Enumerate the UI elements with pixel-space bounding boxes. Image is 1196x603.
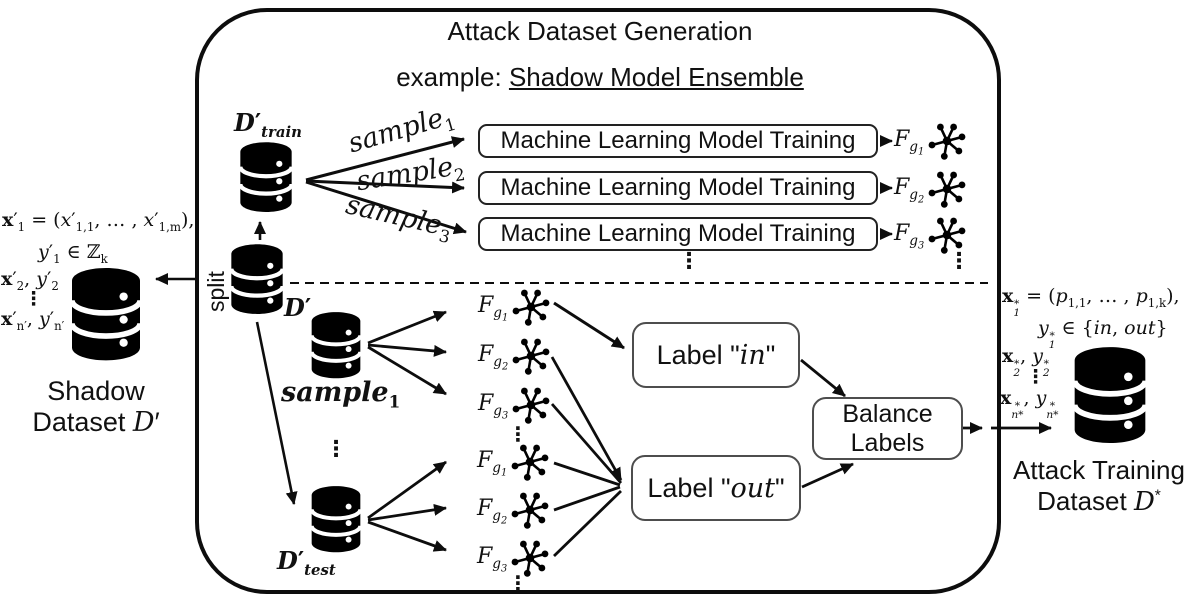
model-fg3-label: Fg3 (894, 220, 925, 253)
shadow-row-1: x′1 = (x′1,1, … , x′1,m), (2, 209, 195, 234)
model-network-icon (509, 384, 553, 424)
model-fg3-top: Fg3 (894, 214, 969, 254)
shadow-row-4: x′n′, y′n′ (1, 308, 65, 333)
query-model-fg3-b: Fg3 (477, 537, 552, 577)
between-datasets-ellipsis: ⋮ (325, 437, 347, 462)
shadow-dataset-caption: Shadow Dataset D′ (8, 376, 184, 438)
label-in-box: Label "in" (632, 322, 800, 388)
sample1-database-icon (307, 310, 365, 383)
label-out-box: Label "out" (631, 455, 801, 521)
shadow-caption-line2: Dataset D′ (32, 407, 160, 438)
dtrain-label: D′train (234, 108, 302, 141)
model-fg2-label: Fg2 (477, 495, 508, 528)
attack-row-1: x*1 = (p1,1, … , p1,k), (1002, 285, 1180, 320)
query-model-fg2-b: Fg2 (477, 489, 552, 529)
example-subtitle: example: Shadow Model Ensemble (396, 62, 804, 92)
model-fg2-label: Fg2 (894, 174, 925, 207)
attack-row-3: x*2, y*2 (1002, 345, 1050, 380)
model-fg2-label: Fg2 (478, 341, 509, 374)
models-ellipsis: ⋮ (948, 249, 970, 274)
models-a-ellipsis: ⋮ (508, 422, 528, 446)
model-network-icon (509, 335, 553, 375)
model-network-icon (508, 441, 552, 481)
attack-row-4: x*n*, y*n* (1000, 387, 1059, 422)
split-to-test-arrow (255, 321, 298, 505)
dprime-database-icon (227, 242, 287, 319)
model-network-icon (509, 286, 553, 326)
shadow-row-3: x′2, y′2 (1, 268, 59, 293)
model-network-icon (925, 214, 969, 254)
mlbox-to-model-arrows (880, 135, 893, 240)
model-fg3-label: Fg3 (477, 543, 508, 576)
attack-caption-line2: Dataset D* (1037, 486, 1161, 517)
query-model-fg3-a: Fg3 (478, 384, 553, 424)
ml-training-box-2: Machine Learning Model Training (478, 171, 878, 205)
attack-row-2: y*1 ∈ {in, out} (1038, 317, 1168, 352)
train-sample-fan-arrows (305, 136, 467, 235)
model-network-icon (925, 168, 969, 208)
attack-database-icon (1068, 344, 1152, 450)
label-out-to-balance-arrow (801, 462, 854, 489)
page-title: Attack Dataset Generation (447, 16, 753, 46)
shadow-database-icon (66, 265, 146, 367)
model-fg1-top: Fg1 (894, 120, 969, 160)
query-model-fg1-a: Fg1 (478, 286, 553, 326)
model-fg2-top: Fg2 (894, 168, 969, 208)
shadow-row-2: y′1 ∈ ℤk (38, 241, 108, 266)
split-label: split (203, 271, 229, 312)
shadow-caption-line1: Shadow (47, 376, 145, 406)
mlbox-ellipsis: ⋮ (678, 249, 700, 274)
ml-training-box-3: Machine Learning Model Training (478, 217, 878, 251)
model-fg1-label: Fg1 (478, 292, 509, 325)
model-network-icon (508, 489, 552, 529)
attack-generation-container (195, 8, 1001, 594)
model-fg1-label: Fg1 (894, 126, 925, 159)
dtest-label: D′test (277, 546, 336, 579)
query-model-fg1-b: Fg1 (477, 441, 552, 481)
balance-labels-box: Balance Labels (812, 397, 963, 460)
label-in-to-balance-arrow (800, 358, 846, 398)
sample1-db-label: sample1 (281, 377, 401, 412)
shadow-ellipsis: ⋮ (24, 288, 43, 310)
ml-training-box-1: Machine Learning Model Training (478, 124, 878, 158)
attack-ellipsis: ⋮ (1026, 366, 1045, 388)
dtrain-database-icon (236, 140, 296, 217)
sample1-fan-arrows (367, 310, 447, 396)
query-model-fg2-a: Fg2 (478, 335, 553, 375)
dprime-label: D′ (284, 293, 312, 322)
test-fan-arrows (367, 460, 447, 552)
model-network-icon (925, 120, 969, 160)
models-b-ellipsis: ⋮ (508, 571, 528, 595)
attack-dataset-caption: Attack Training Dataset D* (1002, 455, 1196, 517)
model-fg3-label: Fg3 (478, 390, 509, 423)
model-to-label-in-arrow (553, 301, 625, 350)
model-fg1-label: Fg1 (477, 447, 508, 480)
attack-caption-line1: Attack Training (1013, 455, 1185, 485)
models-to-label-out-arrows (550, 356, 623, 558)
